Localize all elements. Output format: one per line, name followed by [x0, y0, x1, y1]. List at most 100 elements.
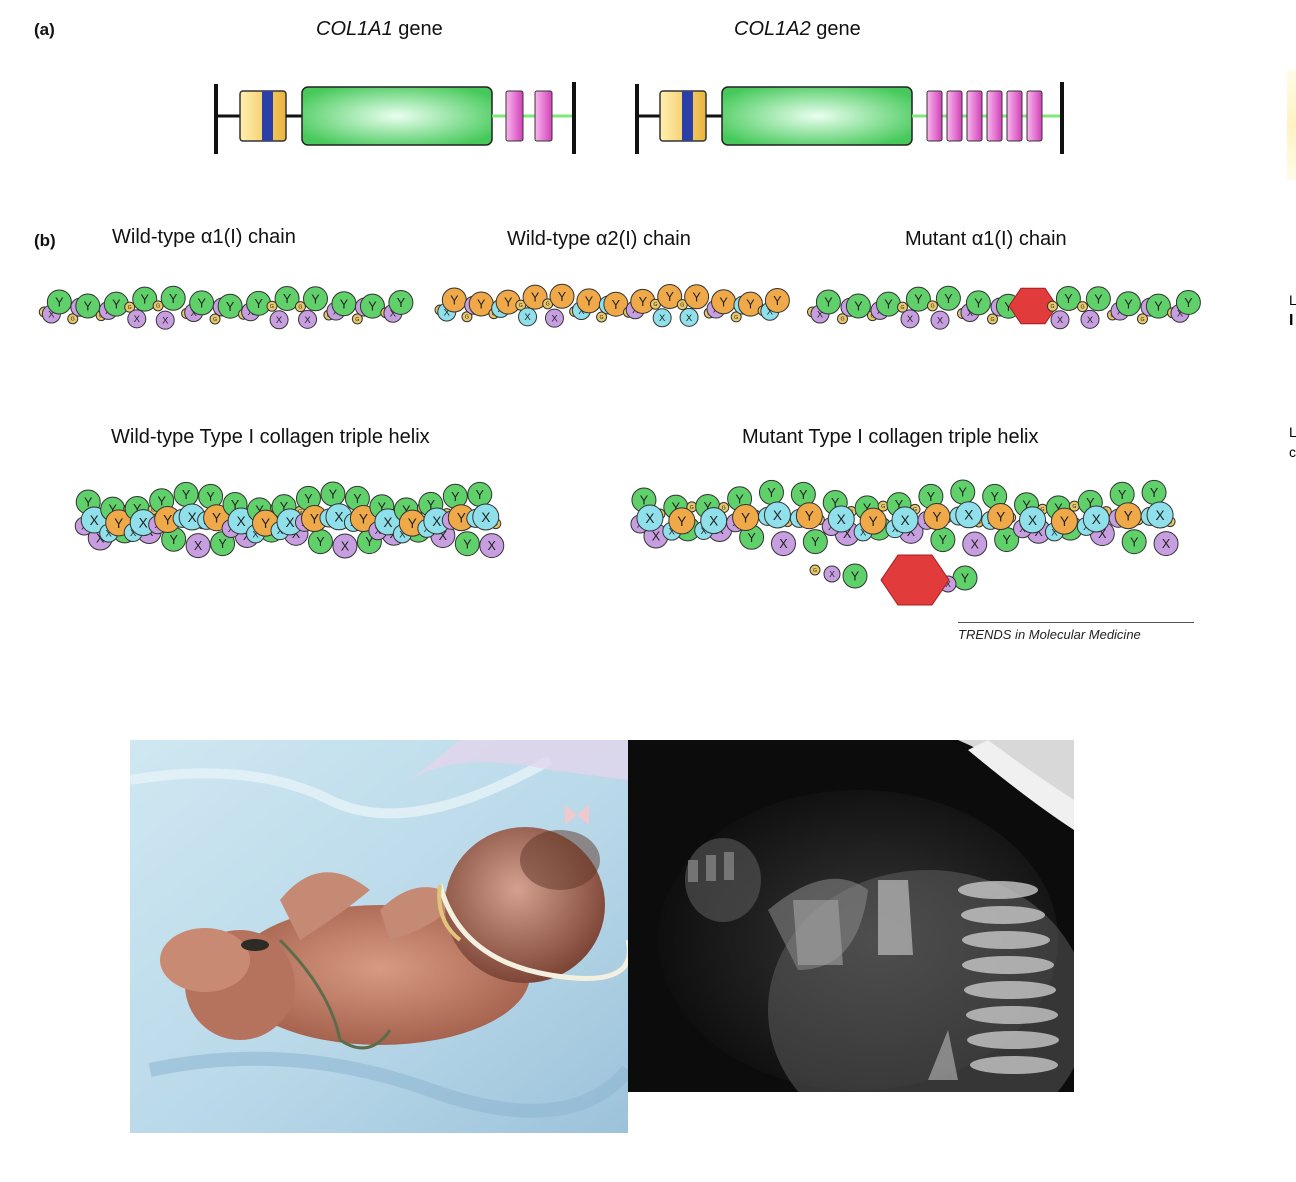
residue-bead: G: [676, 299, 688, 311]
residue-bead: X: [955, 501, 983, 529]
svg-text:G: G: [151, 507, 155, 513]
svg-text:Y: Y: [640, 494, 649, 508]
svg-text:X: X: [375, 526, 382, 537]
svg-text:Y: Y: [397, 296, 406, 310]
svg-text:X: X: [945, 579, 951, 589]
residue-bead: Y: [1055, 286, 1081, 312]
col1a1-gene-diagram: [214, 82, 576, 154]
residue-bead: G: [837, 313, 848, 325]
gene-diagrams: [214, 82, 1064, 154]
residue-bead: X: [900, 309, 920, 329]
svg-text:X: X: [937, 316, 944, 327]
residue-bead: X: [891, 506, 919, 534]
svg-text:G: G: [1140, 317, 1144, 323]
svg-text:Y: Y: [1150, 486, 1159, 500]
residue-bead: X: [332, 533, 358, 559]
residue-bead: Y: [684, 284, 710, 310]
residue-bead: Y: [1141, 479, 1167, 505]
residue-bead: Y: [935, 285, 961, 311]
svg-text:Y: Y: [378, 500, 387, 514]
svg-text:Y: Y: [463, 537, 472, 551]
svg-text:Y: Y: [884, 298, 893, 312]
residue-bead: Y: [295, 485, 321, 511]
svg-text:X: X: [276, 315, 283, 326]
residue-bead: Y: [467, 481, 493, 507]
svg-text:G: G: [1050, 304, 1054, 310]
residue-bead: Y: [711, 289, 737, 315]
svg-text:Y: Y: [169, 292, 178, 306]
svg-text:Y: Y: [805, 509, 814, 524]
residue-bead: X: [518, 307, 538, 327]
col1a2-title: COL1A2 gene: [734, 18, 861, 41]
svg-text:Y: Y: [476, 488, 485, 502]
polypeptide-chains: GXYGXYGXYGXYGXYGXYGXYGXYGXYGXYGXYGXYGXYG…: [38, 283, 1201, 330]
residue-bead: Y: [359, 293, 385, 319]
residue-bead: G: [927, 300, 938, 312]
residue-bead: Y: [307, 529, 333, 555]
svg-text:Y: Y: [854, 300, 863, 314]
svg-text:Y: Y: [1118, 488, 1127, 502]
residue-bead: Y: [441, 287, 467, 313]
chain-title-wt-a2: Wild-type α2(I) chain: [507, 228, 691, 250]
residue-bead: Y: [303, 286, 329, 312]
residue-bead: Y: [737, 291, 763, 317]
residue-bead: X: [962, 531, 988, 557]
edge-smudge: [1287, 70, 1296, 180]
svg-text:X: X: [432, 514, 441, 529]
svg-text:Y: Y: [1064, 292, 1073, 306]
residue-bead: Y: [75, 293, 101, 319]
helix-title-mut: Mutant Type I collagen triple helix: [742, 426, 1039, 448]
residue-bead: G: [596, 311, 608, 323]
svg-text:Y: Y: [451, 490, 460, 504]
svg-text:G: G: [653, 302, 657, 308]
svg-text:G: G: [546, 302, 550, 308]
residue-bead: X: [1019, 506, 1047, 534]
svg-text:Y: Y: [735, 492, 744, 506]
svg-text:G: G: [128, 305, 132, 311]
panel-a-label: (a): [34, 20, 55, 39]
svg-text:X: X: [1057, 315, 1064, 326]
svg-text:Y: Y: [927, 490, 936, 504]
svg-text:X: X: [1177, 309, 1184, 320]
residue-bead: X: [770, 531, 796, 557]
svg-text:Y: Y: [311, 292, 320, 306]
residue-bead: X: [1082, 505, 1110, 533]
svg-text:X: X: [773, 508, 782, 523]
chain-title-wt-a1: Wild-type α1(I) chain: [112, 226, 296, 248]
svg-text:X: X: [686, 313, 693, 324]
svg-text:Y: Y: [939, 533, 948, 547]
svg-text:G: G: [1080, 305, 1084, 311]
residue-bead: Y: [952, 565, 978, 591]
residue-bead: Y: [246, 290, 272, 316]
residue-bead: Y: [1050, 507, 1078, 535]
svg-text:Y: Y: [863, 501, 872, 515]
svg-text:Y: Y: [457, 511, 466, 526]
residue-bead: Y: [732, 503, 760, 531]
svg-text:X: X: [1028, 513, 1037, 528]
svg-text:Y: Y: [212, 511, 221, 526]
col1a1-suffix: gene: [392, 18, 443, 40]
svg-text:X: X: [96, 532, 105, 546]
col1a1-name: COL1A1: [316, 18, 393, 40]
svg-text:Y: Y: [1130, 535, 1139, 549]
svg-text:Y: Y: [692, 290, 701, 304]
svg-text:Y: Y: [304, 492, 313, 506]
credit-rule: [958, 622, 1194, 623]
residue-bead: Y: [815, 289, 841, 315]
svg-text:Y: Y: [504, 296, 513, 310]
residue-bead: Y: [1085, 286, 1111, 312]
svg-text:G: G: [600, 315, 604, 321]
residue-bead: Y: [1121, 529, 1147, 555]
svg-text:Y: Y: [1086, 496, 1095, 510]
svg-text:Y: Y: [133, 502, 142, 516]
svg-text:X: X: [701, 526, 708, 537]
residue-bead: Y: [668, 507, 696, 535]
svg-text:Y: Y: [996, 510, 1005, 525]
residue-bead: Y: [859, 507, 887, 535]
svg-text:G: G: [722, 505, 726, 511]
svg-text:Y: Y: [112, 298, 121, 312]
residue-bead: Y: [349, 505, 377, 533]
helix-title-wt: Wild-type Type I collagen triple helix: [111, 426, 430, 448]
svg-text:X: X: [817, 309, 824, 320]
svg-text:Y: Y: [163, 512, 172, 527]
